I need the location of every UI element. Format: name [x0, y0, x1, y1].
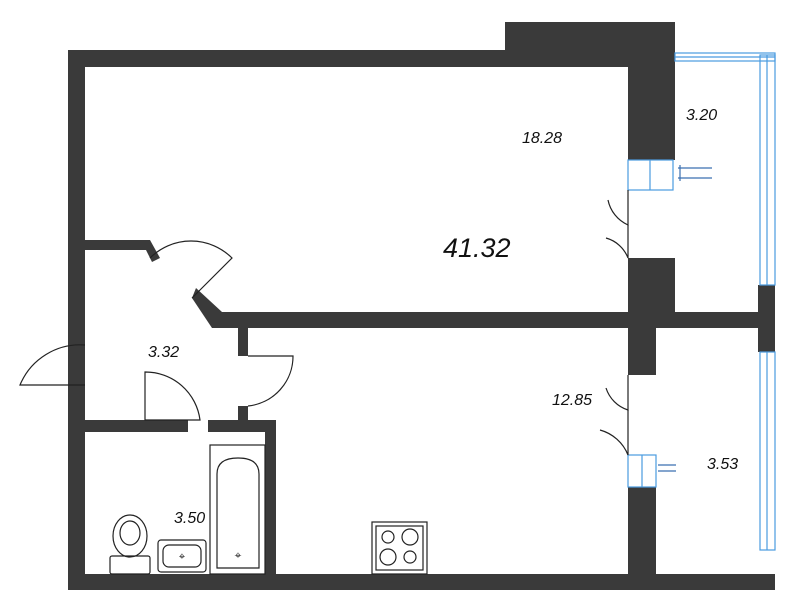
wall-hall-stub-top	[238, 324, 248, 356]
area-loggia-top: 3.20	[686, 107, 718, 124]
door-hall-living	[149, 240, 233, 299]
stove	[371, 521, 428, 575]
sink: ⌖	[157, 539, 207, 573]
wall-kitchen-loggia-lower	[628, 487, 656, 590]
burner-icon	[379, 548, 397, 566]
area-kitchen: 12.85	[552, 392, 593, 409]
toilet-seat	[119, 520, 141, 546]
wall-kitchen-loggia-upper	[628, 315, 656, 375]
door-hall-kitchen	[247, 355, 294, 407]
sink-basin	[157, 539, 207, 573]
total-area: 41.32	[443, 233, 511, 263]
outer-wall-bottom	[68, 574, 775, 590]
wall-hall-left-top	[68, 240, 160, 262]
bathtub: ⌖	[209, 444, 266, 575]
wall-bath-right	[265, 420, 276, 590]
wall-bath-top-right	[208, 420, 276, 432]
burner-icon	[401, 528, 419, 546]
door-kitchen-loggia-b	[599, 410, 629, 456]
door-living-loggia-a	[607, 190, 629, 226]
radiators	[658, 165, 712, 472]
toilet-tank	[109, 555, 151, 575]
sink-bowl	[162, 544, 202, 568]
stove-body	[371, 521, 428, 575]
burner-icon	[403, 550, 417, 564]
bathtub-drain-icon: ⌖	[235, 548, 242, 562]
door-bathroom	[144, 371, 201, 421]
outer-wall-top	[68, 50, 675, 67]
wall-column-top	[628, 22, 675, 160]
sink-drain-icon: ⌖	[179, 551, 185, 563]
area-bathroom: 3.50	[174, 510, 206, 527]
wall-hall-stub-bottom	[238, 406, 248, 422]
burner-icon	[381, 530, 395, 544]
door-kitchen-loggia-a	[605, 375, 629, 411]
bathtub-inner	[216, 457, 260, 569]
windows	[627, 52, 776, 551]
area-living-room: 18.28	[522, 130, 563, 147]
area-hallway: 3.32	[148, 344, 180, 361]
toilet-bowl	[112, 514, 148, 558]
outer-wall-left	[68, 50, 85, 590]
wall-loggia-bottom	[740, 574, 775, 590]
area-loggia-bottom: 3.53	[707, 456, 739, 473]
door-entrance	[19, 344, 86, 386]
walls	[68, 22, 775, 590]
toilet	[109, 514, 151, 575]
bathtub-outer	[209, 444, 266, 575]
wall-column-mid	[628, 258, 675, 315]
door-living-loggia-b	[605, 225, 629, 259]
partition-living-kitchen	[215, 312, 775, 328]
doors	[19, 190, 629, 456]
wall-hall-diagonal	[192, 288, 222, 328]
stove-top	[375, 525, 424, 571]
wall-bath-top-left	[68, 420, 188, 432]
